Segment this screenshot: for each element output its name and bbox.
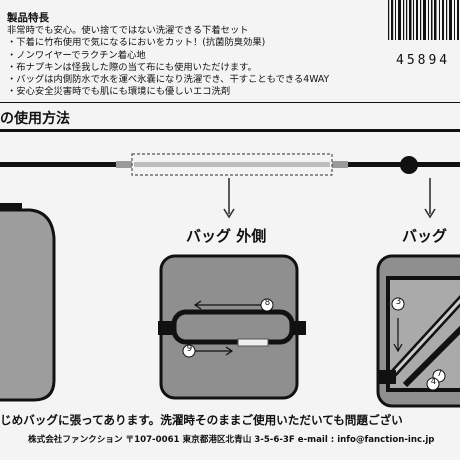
feature-line: ・布ナプキンは怪我した際の当て布にも使用いただけます。 xyxy=(7,61,257,73)
step-number: 8 xyxy=(264,298,271,308)
barcode xyxy=(384,0,460,52)
usage-diagram xyxy=(0,153,460,408)
step-number: 7 xyxy=(436,369,443,379)
step-number: 3 xyxy=(395,297,402,307)
feature-line: ・安心安全災害時でも肌にも環境にも優しいエコ洗剤 xyxy=(7,86,231,98)
label-bag-outer: バッグ 外側 xyxy=(186,227,267,245)
feature-line: ・下着に竹布使用で気になるにおいをカット！(抗菌防臭効果) xyxy=(7,37,266,49)
divider-thick xyxy=(0,129,460,132)
bag-silhouette xyxy=(0,208,56,402)
divider-thin xyxy=(0,102,460,103)
label-bag-inner: バッグ xyxy=(402,227,448,245)
features-title: 製品特長 xyxy=(7,12,49,24)
barcode-bars xyxy=(384,0,460,52)
feature-line: 非常時でも安心。使い捨てではない洗濯できる下着セット xyxy=(7,25,249,36)
feature-line: ・バッグは内側防水で水を運べ氷嚢になり洗濯でき、干すこともできる4WAY xyxy=(7,74,330,86)
step-number: 4 xyxy=(430,377,437,387)
footer-note: じめバッグに張ってあります。洗濯時そのままご使用いただいても問題ござい xyxy=(0,413,403,427)
feature-line: ・ノンワイヤーでラクチン着心地 xyxy=(7,49,146,61)
features-block: 製品特長 非常時でも安心。使い捨てではない洗濯できる下着セット ・下着に竹布使用… xyxy=(7,11,367,99)
bag-outer-panel xyxy=(159,254,299,400)
company-info: 株式会社ファンクション 〒107-0061 東京都港区北青山 3-5-6-3F … xyxy=(28,435,435,445)
barcode-number: 45894 xyxy=(396,53,451,68)
step-number: 9 xyxy=(186,344,193,354)
strap-button xyxy=(400,156,418,174)
usage-heading: の使用方法 xyxy=(0,111,70,127)
